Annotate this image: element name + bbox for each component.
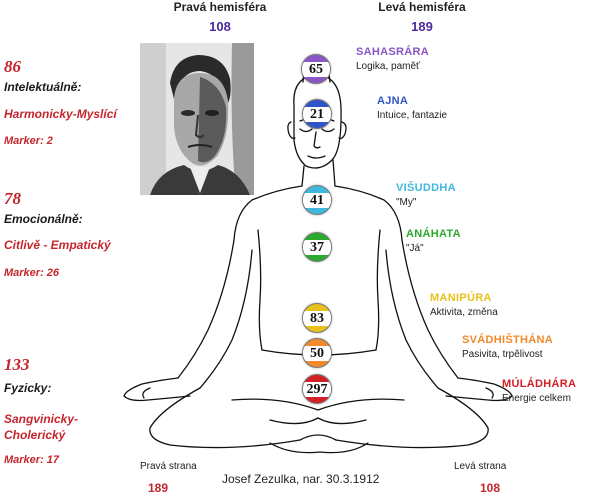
chakra-muladhara-value: 297 xyxy=(303,381,331,397)
chakra-sahasrara: 65 xyxy=(301,54,331,84)
chakra-ajna-desc: Intuice, fantazie xyxy=(377,110,448,121)
right-side-value: 189 xyxy=(148,481,169,495)
physical-score: 133 xyxy=(4,355,30,374)
right-side-label: Pravá strana xyxy=(140,461,197,472)
chakra-sahasrara-name: SAHASRÁRA xyxy=(356,46,429,58)
left-side-label: Levá strana xyxy=(454,461,507,472)
chakra-manipura-value: 83 xyxy=(303,310,331,326)
chakra-anahata-name: ANÁHATA xyxy=(406,228,461,240)
chakra-svadhisthana-desc: Pasivita, trpělivost xyxy=(462,349,543,360)
chakra-sahasrara-value: 65 xyxy=(302,61,330,77)
intellectual-marker: Marker: 2 xyxy=(4,135,53,147)
chakra-manipura-desc: Aktivita, změna xyxy=(430,307,498,318)
portrait-drawing xyxy=(140,43,254,195)
intellectual-score: 86 xyxy=(4,57,21,76)
right-hemisphere-value: 108 xyxy=(209,19,231,34)
chakra-manipura-name: MANIPÚRA xyxy=(430,292,492,304)
physical-type-line2: Cholerický xyxy=(4,428,66,442)
left-hemisphere-value: 189 xyxy=(411,19,433,34)
chakra-ajna: 21 xyxy=(302,99,332,129)
chakra-anahata-value: 37 xyxy=(303,239,331,255)
chakra-sahasrara-desc: Logika, paměť xyxy=(356,61,420,72)
chakra-svadhisthana-value: 50 xyxy=(303,345,331,361)
physical-type-line1: Sangvinicky- xyxy=(4,412,79,426)
left-hemisphere-label: Levá hemisféra xyxy=(378,0,466,14)
portrait-photo xyxy=(140,43,254,195)
chakra-visuddha-desc: "My" xyxy=(396,197,417,208)
chakra-ajna-name: AJNA xyxy=(377,95,409,107)
intellectual-type: Harmonicky-Myslící xyxy=(4,107,117,121)
chakra-svadhisthana-name: SVÁDHIŠTHÁNA xyxy=(462,334,553,346)
emotional-score: 78 xyxy=(4,189,21,208)
chakra-muladhara-desc: Energie celkem xyxy=(502,393,571,404)
chakra-visuddha-value: 41 xyxy=(303,192,331,208)
chakra-anahata-desc: "Já" xyxy=(406,243,424,254)
chakra-muladhara-name: MÚLÁDHÁRA xyxy=(502,378,577,390)
chakra-visuddha-name: VIŠUDDHA xyxy=(396,182,456,194)
caption-name-birthdate: Josef Zezulka, nar. 30.3.1912 xyxy=(222,472,380,486)
right-hemisphere-label: Pravá hemisféra xyxy=(173,0,267,14)
chakra-muladhara: 297 xyxy=(302,374,332,404)
chakra-ajna-value: 21 xyxy=(303,106,331,122)
chakra-visuddha: 41 xyxy=(302,185,332,215)
physical-marker: Marker: 17 xyxy=(4,454,60,466)
physical-label: Fyzicky: xyxy=(4,381,52,395)
emotional-type: Citlivě - Empatický xyxy=(4,238,111,252)
chakra-manipura: 83 xyxy=(302,303,332,333)
emotional-marker: Marker: 26 xyxy=(4,267,60,279)
chakra-svadhisthana: 50 xyxy=(302,338,332,368)
left-side-value: 108 xyxy=(480,481,501,495)
intellectual-label: Intelektuálně: xyxy=(4,80,82,94)
emotional-label: Emocionálně: xyxy=(4,212,83,226)
chakra-anahata: 37 xyxy=(302,232,332,262)
